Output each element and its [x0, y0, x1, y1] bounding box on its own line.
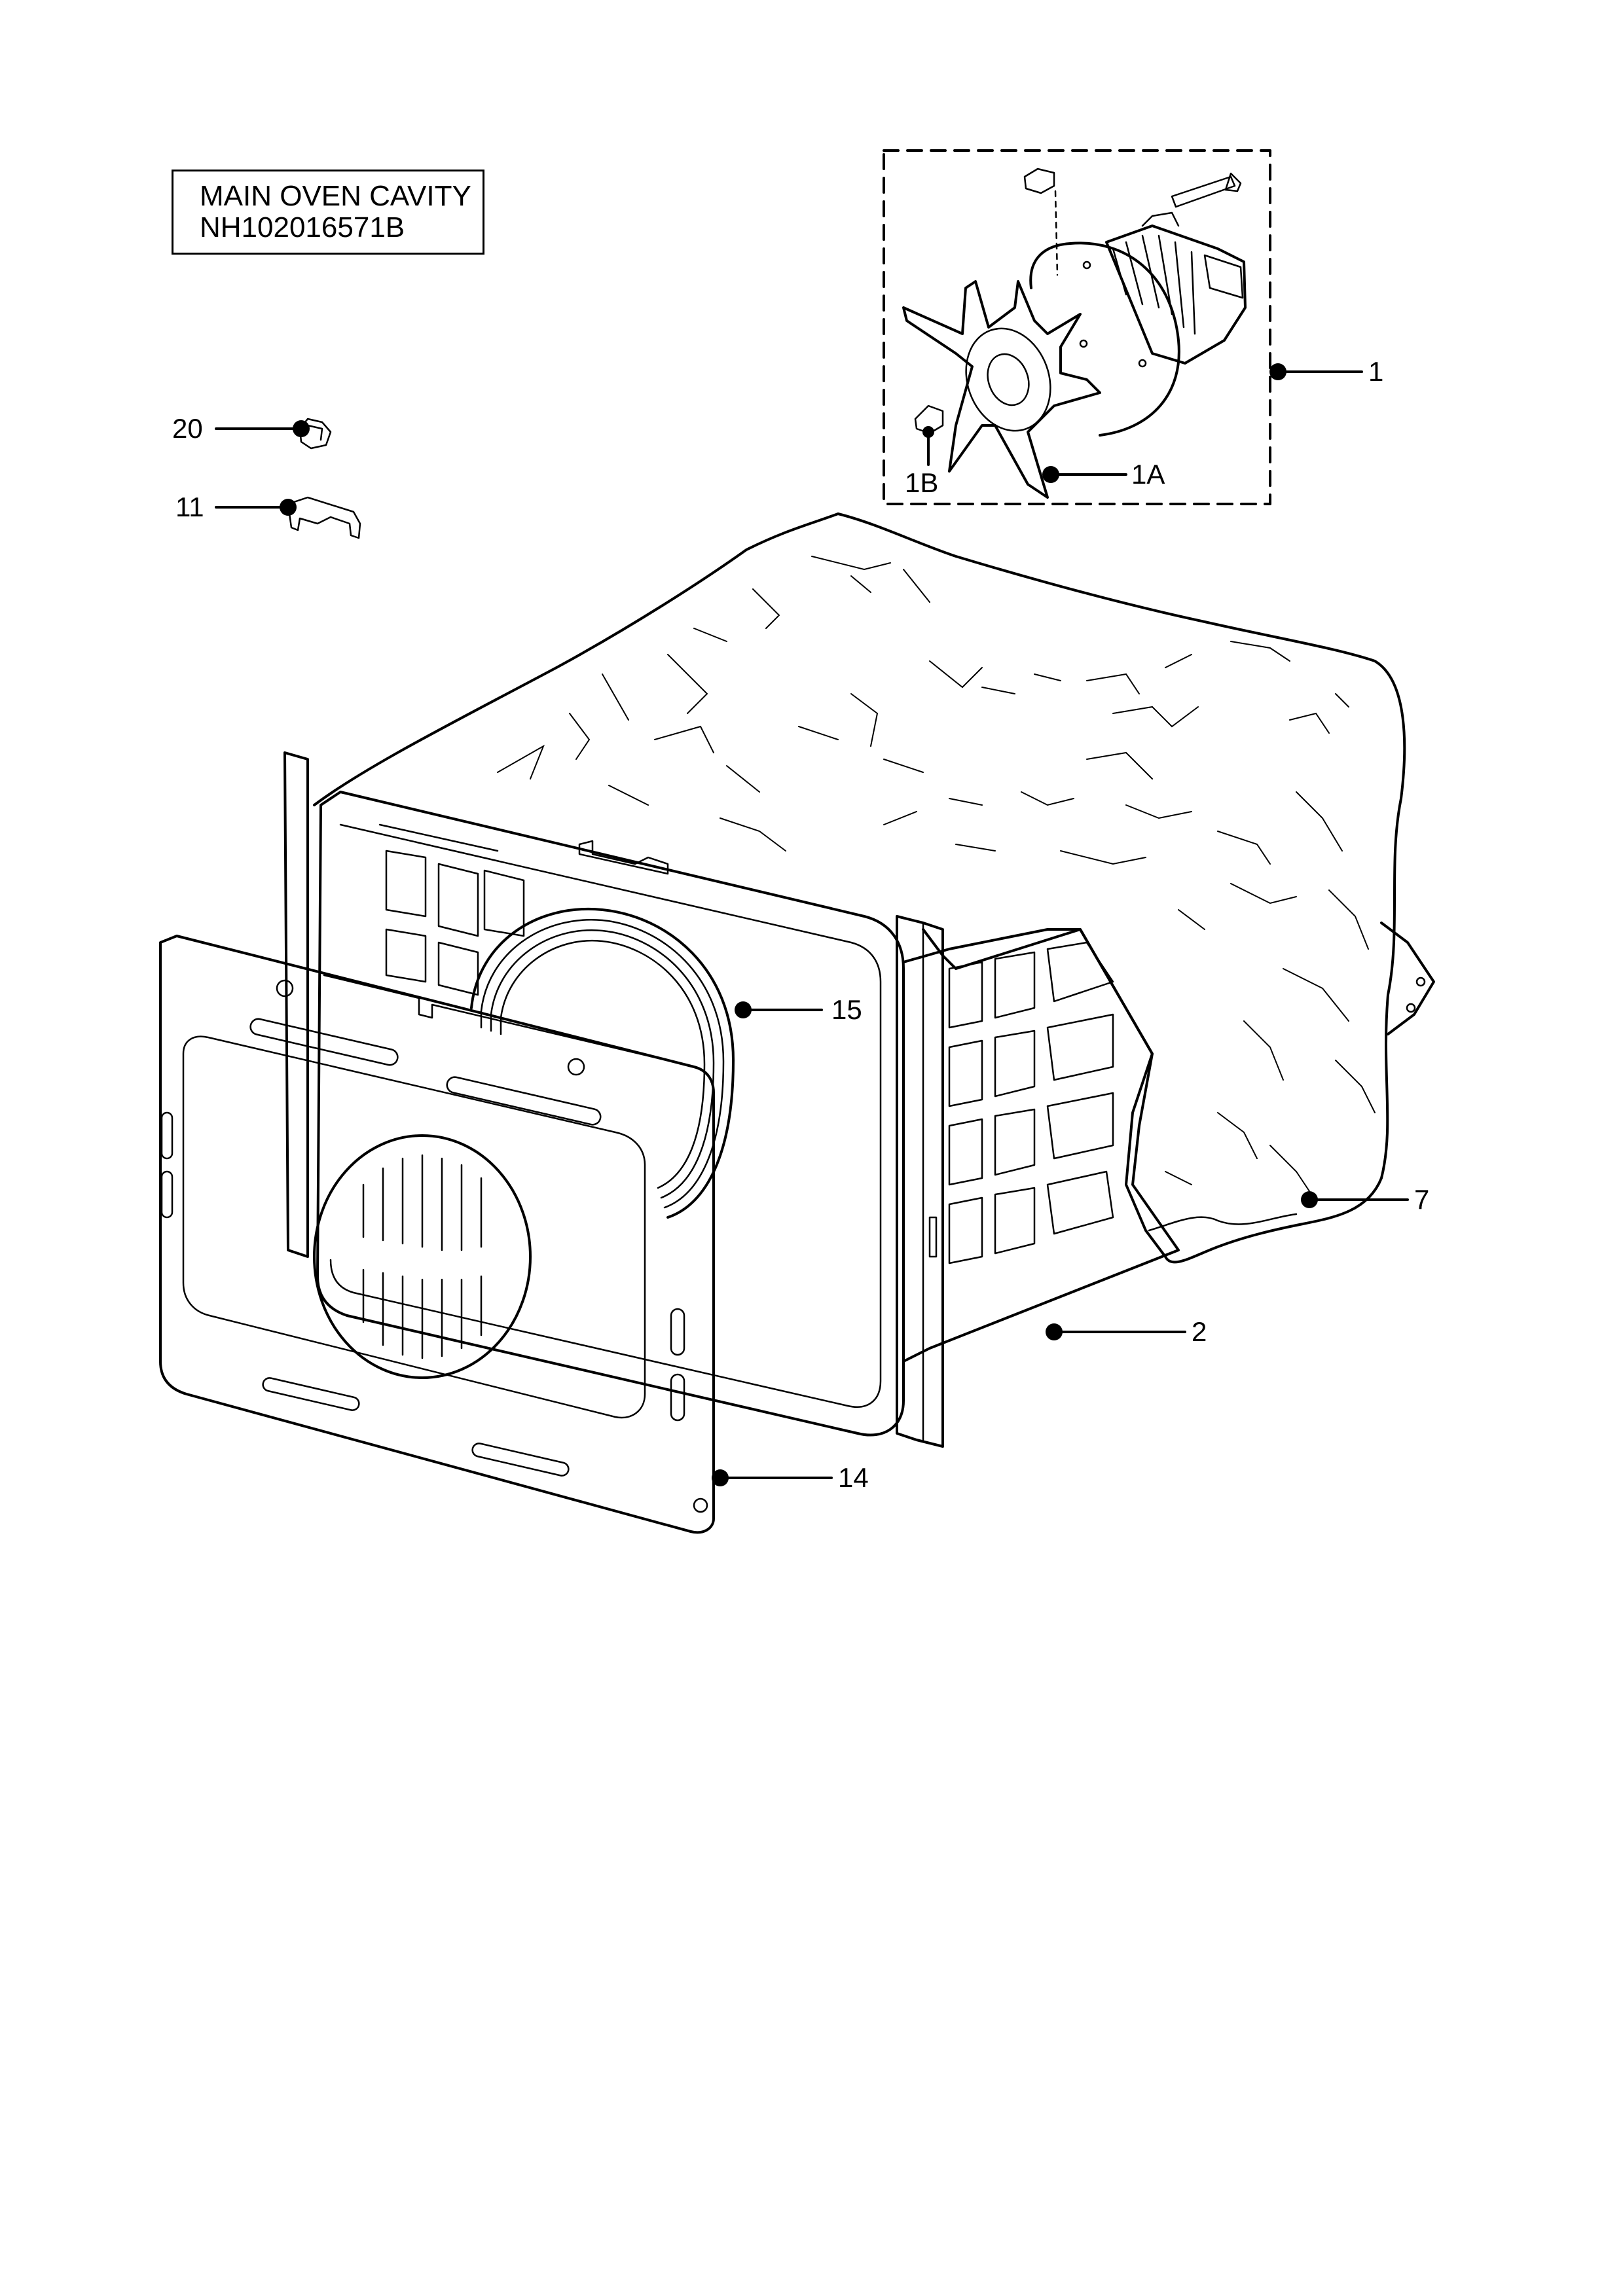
title-line-1: MAIN OVEN CAVITY — [200, 180, 471, 212]
fan-bolt — [1171, 172, 1242, 208]
callout-2: 2 — [1192, 1316, 1207, 1347]
door-seal — [470, 907, 735, 1219]
callout-14: 14 — [838, 1462, 869, 1493]
cavity-front-rim — [316, 791, 905, 1437]
front-liner-panel — [159, 935, 715, 1534]
wrap-side-tab — [1380, 922, 1435, 1035]
insulation-wrap — [313, 512, 1435, 1264]
title-box: MAIN OVEN CAVITY NH102016571B — [172, 170, 484, 255]
callout-11: 11 — [175, 492, 204, 522]
bracket-part — [287, 496, 361, 539]
fan-grille — [313, 1134, 532, 1379]
oven-cavity — [283, 751, 1180, 1448]
fan-spacer — [914, 404, 944, 435]
callout-20: 20 — [172, 413, 203, 444]
callout-1b: 1B — [905, 467, 938, 498]
callout-1: 1 — [1368, 356, 1383, 387]
fan-motor — [1105, 211, 1247, 365]
fan-motor-assembly — [883, 149, 1271, 505]
callout-1a: 1A — [1131, 459, 1165, 490]
left-side-rail — [283, 751, 309, 1258]
fan-nut — [1023, 168, 1059, 276]
cavity-top-tab — [578, 840, 669, 875]
title-line-2: NH102016571B — [200, 211, 405, 243]
callout-leaders — [215, 363, 1409, 1486]
fan-assembly-dashed-box — [883, 149, 1271, 505]
callout-15: 15 — [831, 994, 862, 1025]
clip-part — [299, 418, 332, 450]
callout-labels: 20 11 1 1A 1B 15 7 2 14 — [172, 356, 1429, 1493]
fan-impeller — [902, 280, 1101, 499]
callout-7: 7 — [1414, 1184, 1429, 1215]
fan-back-plate — [1029, 242, 1180, 437]
